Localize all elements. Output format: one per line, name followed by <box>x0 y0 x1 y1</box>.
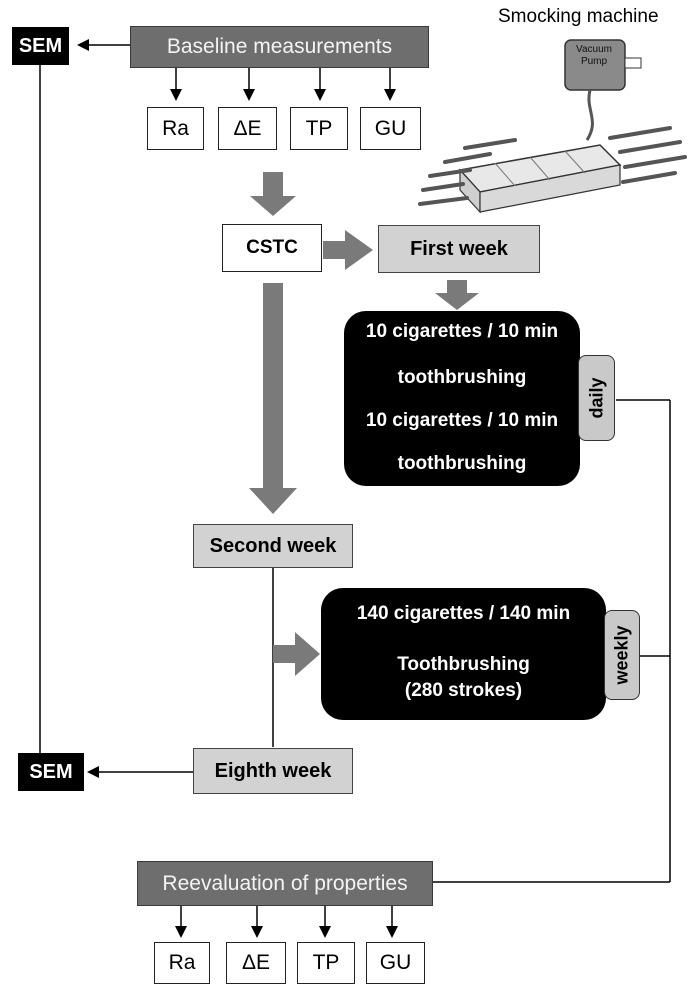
pump-label: Vacuum Pump <box>576 44 612 67</box>
thick-arrow-to-first-week <box>323 230 373 270</box>
weekly-step-2: Toothbrushing <box>397 654 530 675</box>
baseline-measurements-box: Baseline measurements <box>130 26 429 68</box>
sem-bottom-box: SEM <box>18 753 84 791</box>
baseline-ra-box: Ra <box>147 107 204 150</box>
daily-step-1: 10 cigarettes / 10 min <box>365 321 559 342</box>
baseline-delta-e-box: ΔE <box>218 107 277 150</box>
reevaluation-box: Reevaluation of properties <box>137 861 433 906</box>
weekly-label: weekly <box>611 625 632 685</box>
weekly-step-3: (280 strokes) <box>404 680 523 701</box>
thick-arrow-to-daily <box>435 280 479 310</box>
daily-step-2: toothbrushing <box>397 367 527 388</box>
reeval-delta-e-box: ΔE <box>226 942 286 984</box>
baseline-tp-box: TP <box>290 107 348 150</box>
thick-arrow-to-weekly <box>273 632 320 676</box>
daily-protocol-box: 10 cigarettes / 10 min toothbrushing 10 … <box>344 311 580 486</box>
first-week-box: First week <box>378 225 540 273</box>
sem-top-box: SEM <box>12 27 69 65</box>
reeval-gu-box: GU <box>366 942 425 984</box>
reeval-tp-box: TP <box>297 942 355 984</box>
smoking-machine-illustration <box>418 39 687 214</box>
cstc-box: CSTC <box>222 224 322 272</box>
weekly-label-tab: weekly <box>604 610 640 700</box>
thick-arrow-to-cstc <box>250 172 296 216</box>
thick-arrow-to-second-week <box>249 283 297 514</box>
reeval-ra-box: Ra <box>154 942 210 984</box>
weekly-protocol-box: 140 cigarettes / 140 min Toothbrushing (… <box>321 588 606 720</box>
second-week-box: Second week <box>193 524 353 568</box>
machine-title: Smocking machine <box>498 6 659 27</box>
daily-label: daily <box>586 377 606 419</box>
weekly-step-1: 140 cigarettes / 140 min <box>356 603 571 624</box>
baseline-gu-box: GU <box>360 107 421 150</box>
daily-label-tab: daily <box>578 355 615 441</box>
eighth-week-box: Eighth week <box>193 748 353 794</box>
daily-step-3: 10 cigarettes / 10 min <box>365 410 559 431</box>
daily-step-4: toothbrushing <box>397 453 527 474</box>
